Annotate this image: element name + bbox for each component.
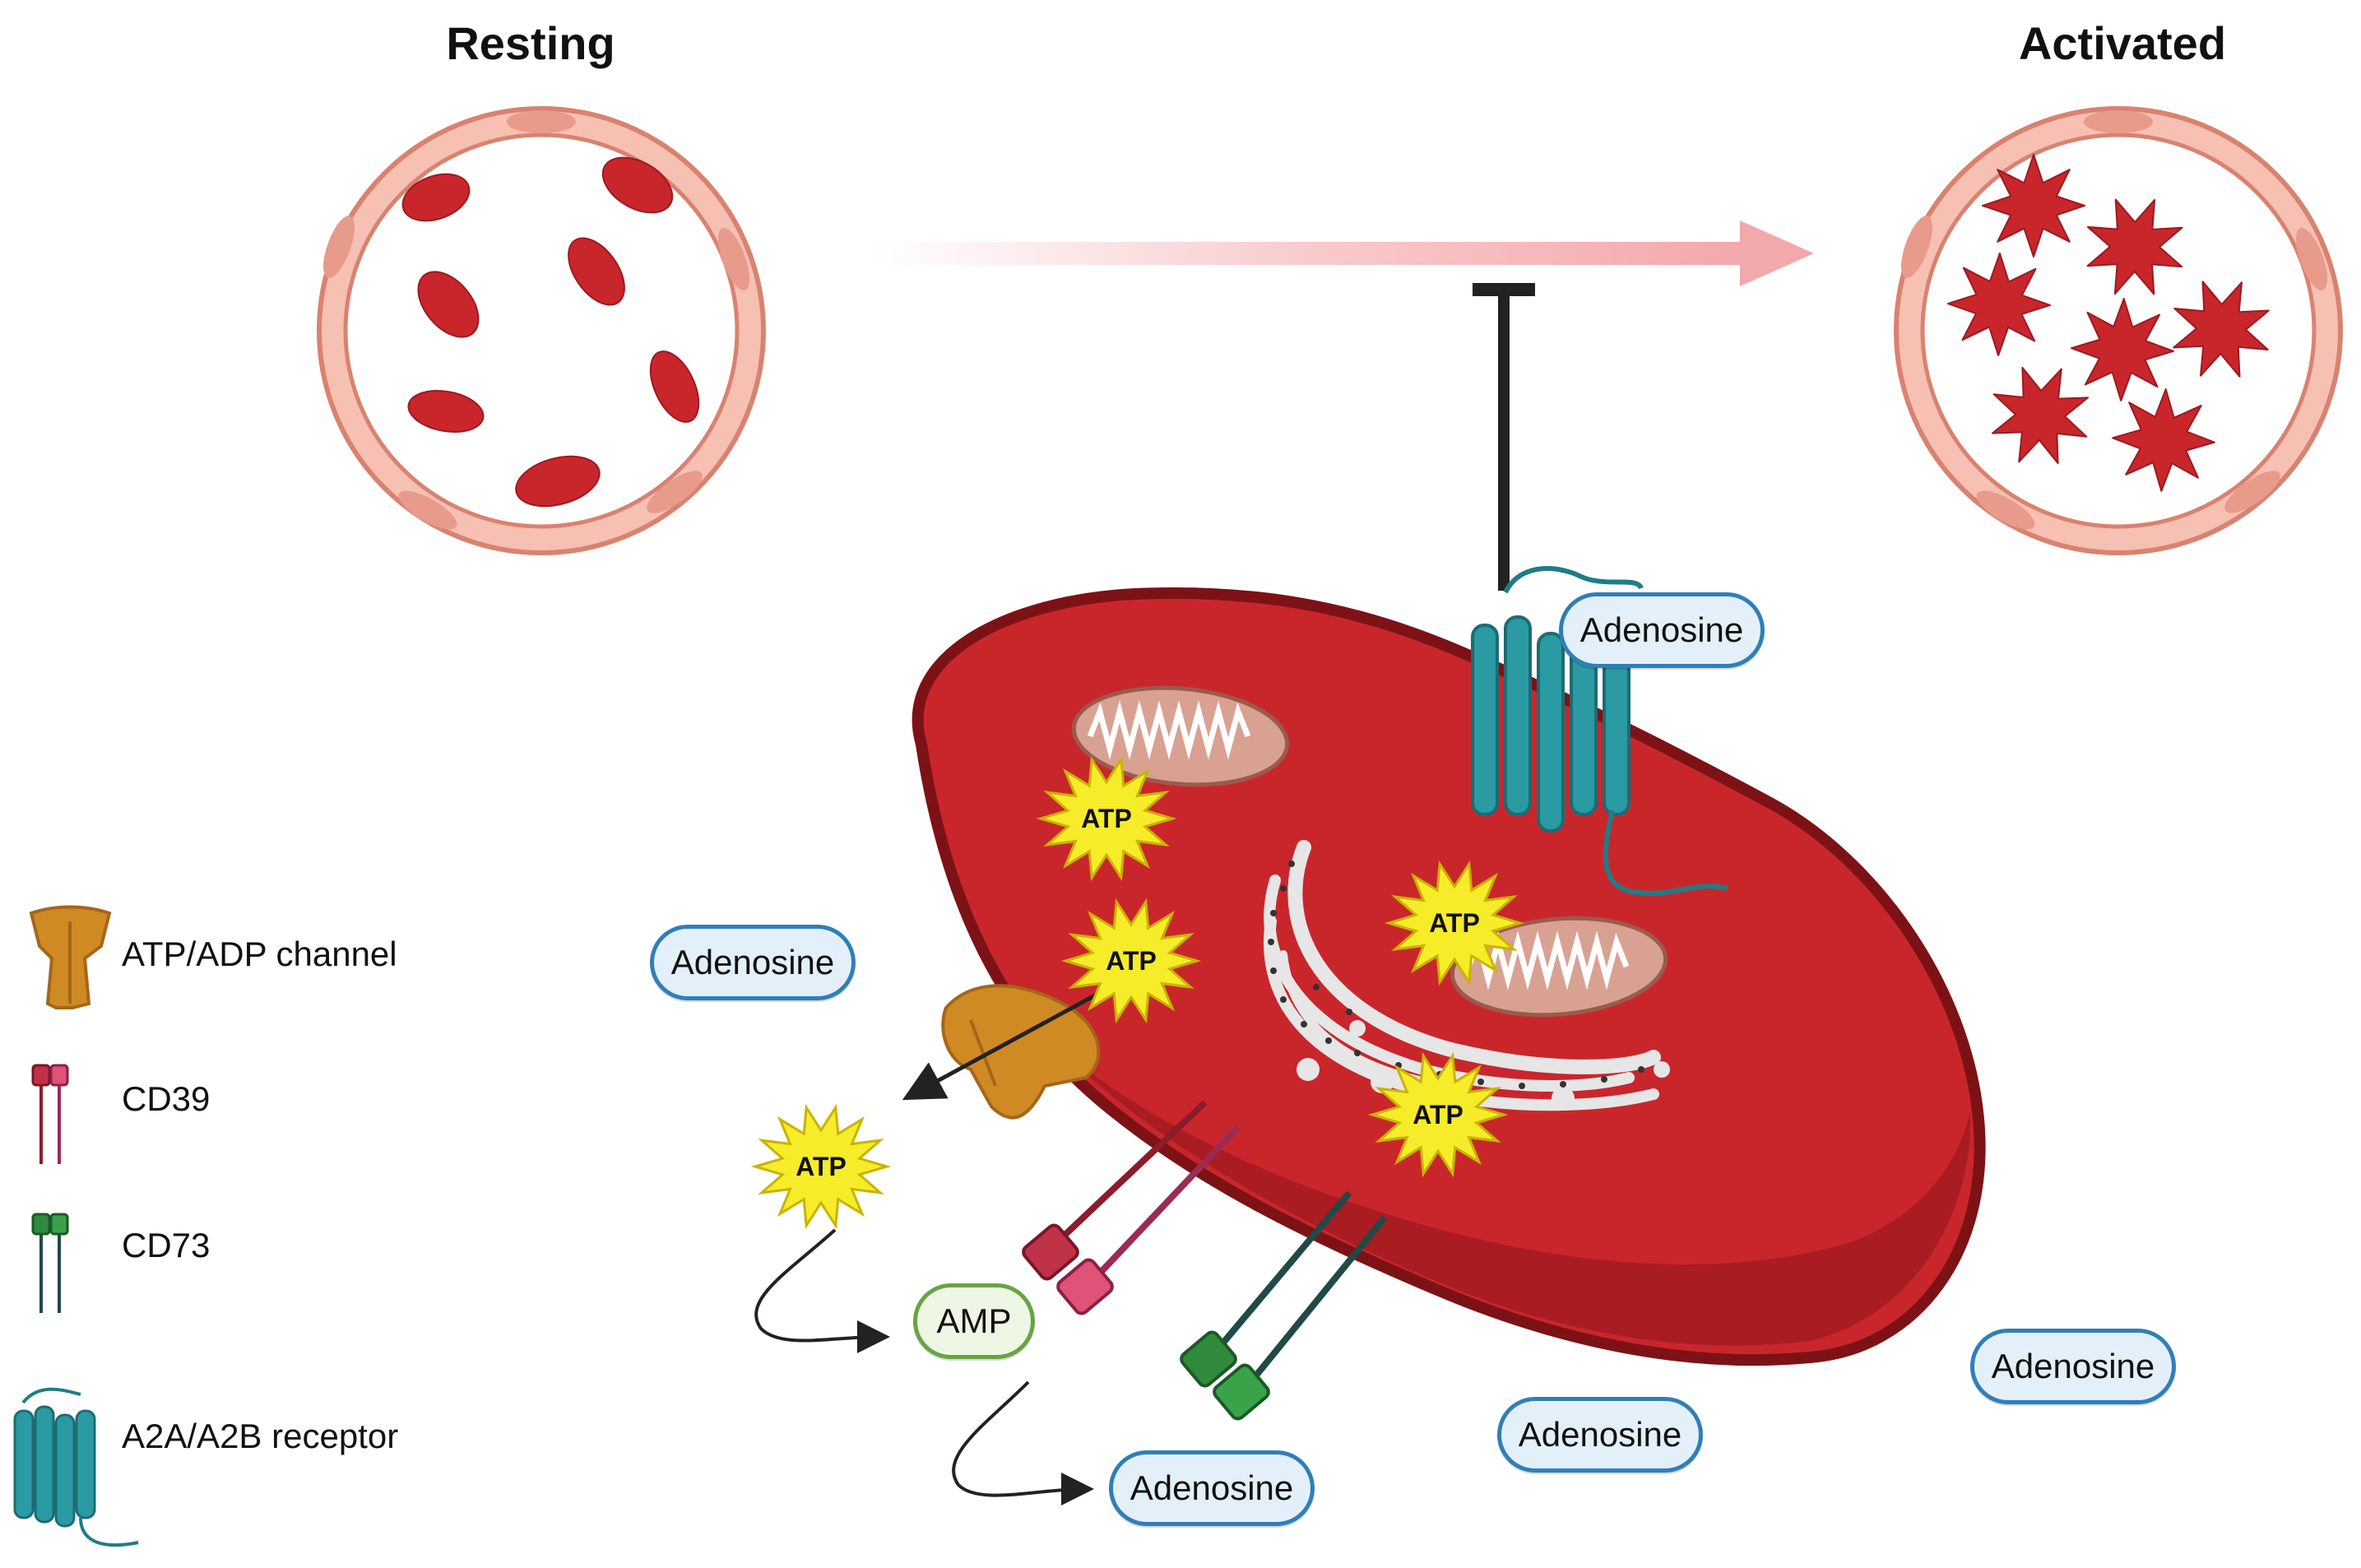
adenosine-pill-right: Adenosine bbox=[1970, 1329, 2176, 1404]
activated-vessel bbox=[1894, 106, 2343, 555]
cd39-protein bbox=[1022, 1100, 1241, 1315]
cd73-icon bbox=[31, 1213, 69, 1313]
amp-to-adenosine-arrow bbox=[952, 1380, 1094, 1506]
adenosine-pill-bottom: Adenosine bbox=[1109, 1450, 1315, 1526]
amp-pill: AMP bbox=[913, 1283, 1035, 1359]
legend-label-cd73: CD73 bbox=[122, 1226, 211, 1264]
activated-platelet bbox=[2112, 388, 2215, 492]
mitochondrion-top bbox=[1071, 685, 1290, 787]
resting-platelet bbox=[401, 156, 700, 508]
atp-burst: ATP bbox=[1367, 1051, 1509, 1178]
atp-to-amp-arrow bbox=[754, 1228, 890, 1354]
adenosine-pill-receptor: Adenosine bbox=[1559, 592, 1765, 668]
activated-platelet bbox=[1991, 366, 2090, 465]
atp-bursts: ATP ATP ATP ATP ATP bbox=[750, 755, 1525, 1230]
atp-adp-channel bbox=[941, 984, 1101, 1120]
platelet-cell bbox=[911, 587, 1986, 1366]
atp-release-arrow bbox=[902, 989, 1104, 1101]
activated-platelet bbox=[2086, 198, 2183, 295]
adenosine-pill-middle: Adenosine bbox=[1497, 1397, 1703, 1473]
atp-label: ATP bbox=[1429, 908, 1480, 938]
activated-title: Activated bbox=[2018, 17, 2227, 69]
activated-platelets bbox=[1947, 154, 2270, 492]
atp-label: ATP bbox=[1081, 804, 1132, 833]
activated-platelet bbox=[1982, 154, 2085, 257]
atp-adp-channel-icon bbox=[29, 905, 112, 1009]
atp-label: ATP bbox=[796, 1152, 847, 1181]
legend-label-cd39: CD39 bbox=[122, 1079, 211, 1118]
activated-platelet bbox=[1947, 253, 2051, 356]
inhibition-symbol bbox=[1473, 283, 1535, 591]
resting-title: Resting bbox=[446, 17, 615, 69]
atp-label: ATP bbox=[1412, 1100, 1463, 1130]
activated-platelet bbox=[2173, 281, 2270, 378]
atp-burst: ATP bbox=[1384, 860, 1525, 986]
resting-vessel bbox=[317, 106, 766, 555]
cd39-icon bbox=[31, 1064, 69, 1164]
cd73-protein bbox=[1180, 1190, 1388, 1421]
atp-burst: ATP bbox=[1036, 755, 1177, 882]
atp-label: ATP bbox=[1106, 946, 1157, 976]
atp-burst: ATP bbox=[750, 1103, 892, 1230]
a2a-a2b-receptor-icon bbox=[13, 1387, 139, 1547]
activation-arrow bbox=[872, 220, 1814, 286]
adenosine-pill-left: Adenosine bbox=[650, 925, 856, 1000]
a2a-a2b-receptor bbox=[1471, 566, 1728, 896]
activated-platelet bbox=[2071, 298, 2174, 401]
legend-label-receptor: A2A/A2B receptor bbox=[122, 1417, 399, 1455]
legend-label-channel: ATP/ADP channel bbox=[122, 935, 397, 973]
atp-burst: ATP bbox=[1060, 898, 1202, 1024]
